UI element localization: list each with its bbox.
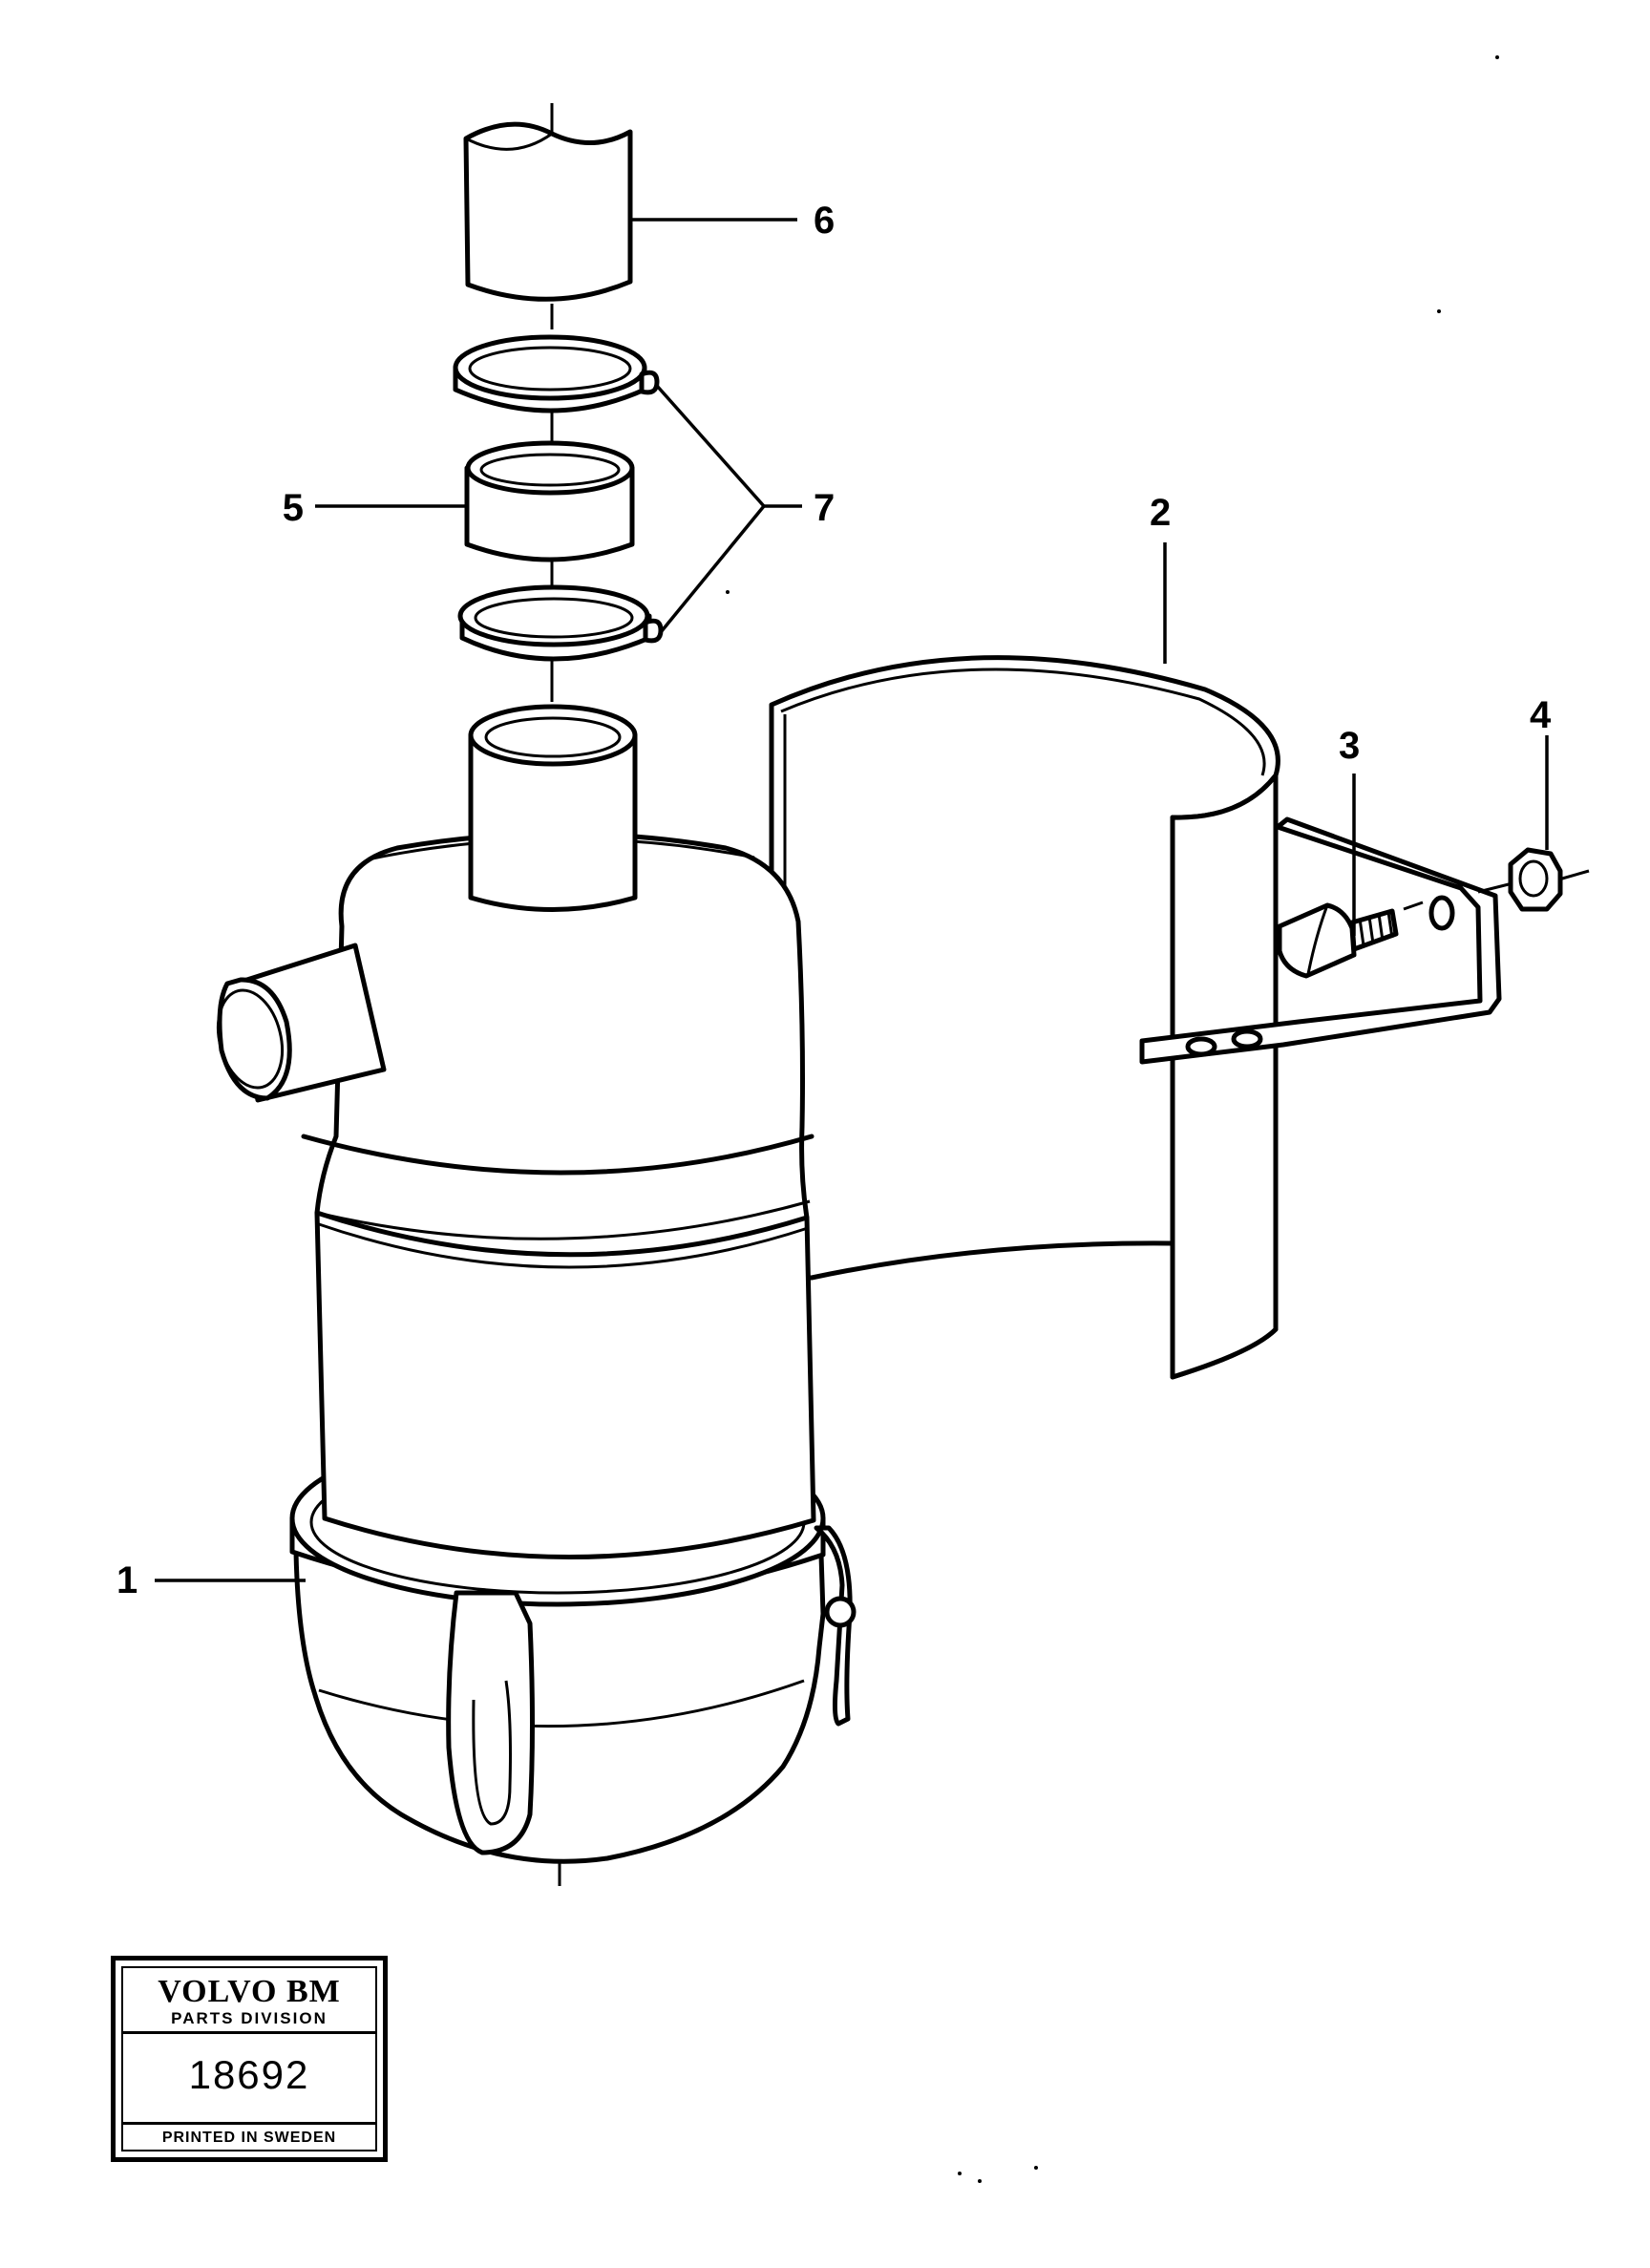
stamp-divider: [123, 2031, 375, 2034]
callout-3: 3: [1339, 725, 1360, 767]
stamp-frame: VOLVO BM PARTS DIVISION 18692 PRINTED IN…: [121, 1966, 377, 2151]
part-7-upper-clamp: [453, 334, 660, 413]
volvo-bm-parts-stamp: VOLVO BM PARTS DIVISION 18692 PRINTED IN…: [111, 1956, 388, 2162]
part-1-air-cleaner: [216, 704, 857, 1864]
callout-2: 2: [1150, 492, 1171, 534]
part-2-strap: [769, 655, 1280, 1380]
callout-7: 7: [814, 487, 835, 529]
stamp-brand: VOLVO BM: [158, 1974, 341, 2009]
callout-1: 1: [116, 1559, 138, 1601]
leader-lines: [155, 218, 1549, 1582]
stamp-printed: PRINTED IN SWEDEN: [161, 2130, 337, 2146]
callout-6: 6: [814, 200, 835, 242]
callout-labels: 1 2 3 4 5 6 7: [116, 200, 1552, 1601]
stamp-division: PARTS DIVISION: [171, 2009, 328, 2027]
callout-4: 4: [1530, 694, 1552, 736]
part-4-nut: [1477, 847, 1590, 912]
part-7-lower-clamp: [457, 584, 664, 662]
part-2-bracket: [1139, 816, 1502, 1065]
stamp-number: 18692: [188, 2052, 310, 2097]
callout-5: 5: [283, 487, 304, 529]
part-3-bolt: [1277, 901, 1424, 979]
stamp-divider: [123, 2122, 375, 2125]
part-5-connector: [464, 440, 635, 562]
scan-specks: [726, 55, 1499, 2183]
part-6-hose: [463, 121, 633, 302]
